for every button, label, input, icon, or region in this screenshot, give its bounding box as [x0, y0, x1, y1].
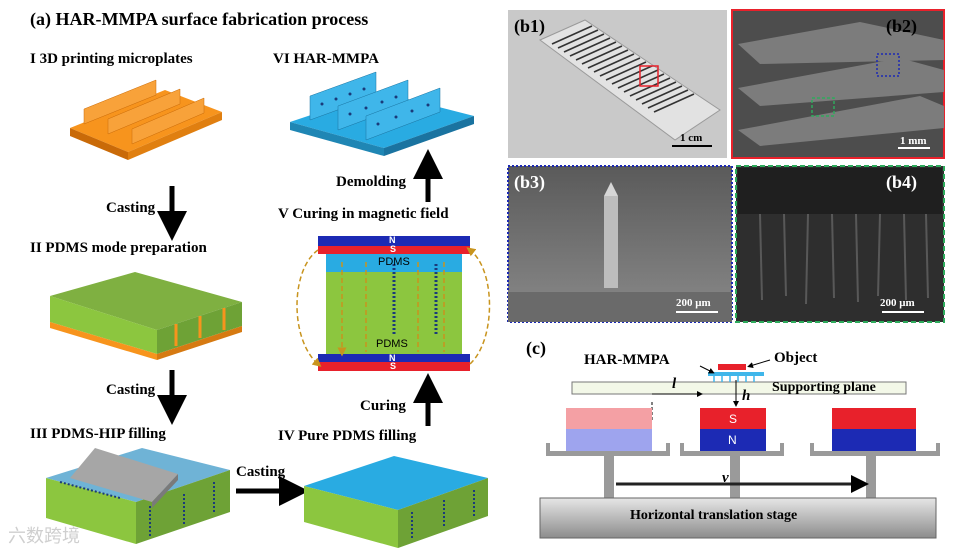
b4-scale: 200 μm	[880, 297, 915, 309]
har-mmpa-illustration	[290, 71, 474, 156]
casting-label-2: Casting	[106, 382, 156, 398]
step-5-label: V Curing in magnetic field	[278, 206, 449, 222]
top-magnet-s: S	[390, 244, 397, 254]
har-mmpa-label: HAR-MMPA	[584, 352, 670, 368]
pdms-hip-filling-illustration	[46, 448, 230, 544]
b3-label: (b3)	[514, 172, 545, 192]
demolding-label: Demolding	[336, 174, 407, 190]
step-6-label: VI HAR-MMPA	[273, 51, 379, 67]
panel-c-label: (c)	[526, 338, 546, 358]
step-4-label: IV Pure PDMS filling	[278, 428, 417, 444]
magnetic-curing-illustration	[296, 236, 491, 371]
top-magnet-n: N	[389, 235, 396, 245]
image-b2	[731, 9, 945, 159]
distance-l-label: l	[672, 376, 677, 392]
image-b4	[735, 165, 945, 323]
stage-label: Horizontal translation stage	[630, 508, 798, 523]
casting-label-3: Casting	[236, 464, 286, 480]
pure-pdms-filling-illustration	[304, 456, 488, 548]
bottom-magnet-s: S	[390, 361, 397, 371]
step-2-label: II PDMS mode preparation	[30, 240, 207, 256]
step-3-label: III PDMS-HIP filling	[30, 426, 166, 442]
image-b1	[508, 10, 727, 158]
velocity-v-label: v	[722, 470, 729, 486]
pdms-top-label: PDMS	[378, 256, 410, 268]
magnet-n-label: N	[728, 433, 737, 447]
pdms-mold-illustration	[50, 272, 242, 360]
microplates-illustration	[70, 79, 222, 160]
b2-scale: 1 mm	[900, 135, 927, 147]
casting-label-1: Casting	[106, 200, 156, 216]
bottom-magnet-n: N	[389, 353, 396, 363]
setup-diagram	[539, 359, 940, 539]
pdms-bottom-label: PDMS	[376, 338, 408, 350]
supporting-plane-label: Supporting plane	[772, 380, 876, 395]
b2-label: (b2)	[886, 16, 917, 36]
height-h-label: h	[742, 388, 751, 404]
b3-scale: 200 μm	[676, 297, 711, 309]
b4-label: (b4)	[886, 172, 917, 192]
step-1-label: I 3D printing microplates	[30, 51, 193, 67]
watermark: 六数跨境	[8, 526, 80, 547]
b1-label: (b1)	[514, 16, 545, 36]
b1-scale: 1 cm	[680, 132, 703, 144]
magnet-s-label: S	[729, 412, 738, 426]
curing-label: Curing	[360, 398, 406, 414]
image-b3	[507, 165, 733, 323]
object-label: Object	[774, 350, 818, 366]
panel-a-title: (a) HAR-MMPA surface fabrication process	[30, 9, 369, 29]
